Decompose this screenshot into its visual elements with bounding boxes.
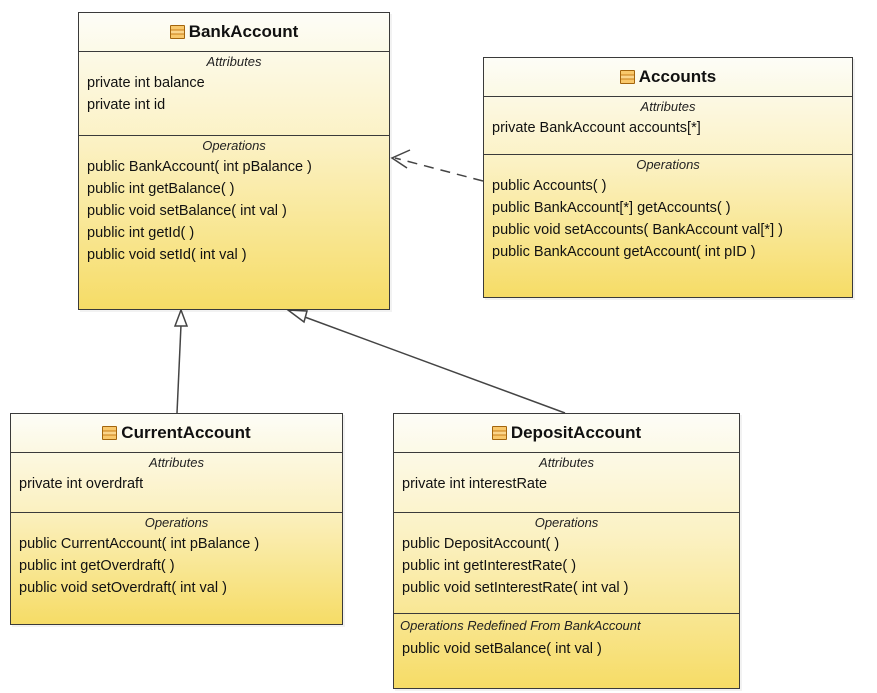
operation: public BankAccount[*] getAccounts( ) xyxy=(492,200,731,216)
class-icon xyxy=(102,426,118,440)
class-header: DepositAccount xyxy=(394,414,739,453)
attribute: private BankAccount accounts[*] xyxy=(492,120,701,136)
attribute: private int id xyxy=(87,97,166,113)
operations-section: Operations public Accounts( ) public Ban… xyxy=(484,155,852,263)
operation: public int getInterestRate( ) xyxy=(402,558,577,574)
class-name: CurrentAccount xyxy=(121,423,251,442)
section-title: Operations xyxy=(202,138,266,153)
section-title: Operations xyxy=(636,157,700,172)
redefined-operations-section: Operations Redefined From BankAccount pu… xyxy=(394,614,739,660)
class-icon xyxy=(491,426,507,440)
operation: public void setBalance( int val ) xyxy=(87,203,287,219)
attribute: private int overdraft xyxy=(19,476,144,492)
operation: public Accounts( ) xyxy=(492,178,607,194)
operations-section: Operations public BankAccount( int pBala… xyxy=(79,136,389,266)
class-header: BankAccount xyxy=(79,13,389,52)
section-title: Operations Redefined From BankAccount xyxy=(400,618,641,633)
operation: public int getId( ) xyxy=(87,225,195,241)
class-icon xyxy=(619,70,635,84)
operation: public void setInterestRate( int val ) xyxy=(402,580,629,596)
class-accounts[interactable]: Accounts Attributes private BankAccount … xyxy=(483,57,853,298)
dependency-line xyxy=(394,157,484,182)
class-bankaccount[interactable]: BankAccount Attributes private int balan… xyxy=(78,12,390,310)
section-title: Operations xyxy=(534,515,599,530)
generalization-arrowhead-current xyxy=(173,307,189,327)
operation: public int getOverdraft( ) xyxy=(19,558,175,574)
class-icon xyxy=(169,25,185,39)
attributes-section: Attributes private int overdraft xyxy=(11,453,342,513)
operation: public void setBalance( int val ) xyxy=(402,641,602,657)
attributes-section: Attributes private int interestRate xyxy=(394,453,739,513)
operation: public void setAccounts( BankAccount val… xyxy=(492,222,783,238)
operations-section: Operations public CurrentAccount( int pB… xyxy=(11,513,342,599)
section-title: Operations xyxy=(144,515,209,530)
operations-section: Operations public DepositAccount( ) publ… xyxy=(394,513,739,614)
section-title: Attributes xyxy=(206,54,262,69)
attributes-section: Attributes private BankAccount accounts[… xyxy=(484,97,852,155)
class-currentaccount[interactable]: CurrentAccount Attributes private int ov… xyxy=(10,413,343,625)
section-title: Attributes xyxy=(640,99,696,114)
operation: public void setId( int val ) xyxy=(87,247,247,263)
section-title: Attributes xyxy=(539,455,594,470)
class-name: BankAccount xyxy=(188,22,299,41)
operation: public BankAccount( int pBalance ) xyxy=(87,159,312,175)
generalization-arrowhead-deposit xyxy=(285,309,308,324)
class-depositaccount[interactable]: DepositAccount Attributes private int in… xyxy=(393,413,740,689)
operation: public CurrentAccount( int pBalance ) xyxy=(19,536,260,552)
operation: public BankAccount getAccount( int pID ) xyxy=(492,244,756,260)
attribute: private int interestRate xyxy=(402,476,548,492)
attributes-section: Attributes private int balance private i… xyxy=(79,52,389,136)
operation: public DepositAccount( ) xyxy=(402,536,560,552)
class-header: CurrentAccount xyxy=(11,414,342,453)
attribute: private int balance xyxy=(87,75,205,91)
generalization-line-deposit xyxy=(301,315,566,414)
class-name: Accounts xyxy=(638,67,717,86)
operation: public int getBalance( ) xyxy=(87,181,235,197)
section-title: Attributes xyxy=(149,455,204,470)
class-name: DepositAccount xyxy=(510,423,642,442)
class-header: Accounts xyxy=(484,58,852,97)
dependency-arrowhead xyxy=(390,149,411,169)
generalization-line-current xyxy=(176,324,182,414)
operation: public void setOverdraft( int val ) xyxy=(19,580,227,596)
